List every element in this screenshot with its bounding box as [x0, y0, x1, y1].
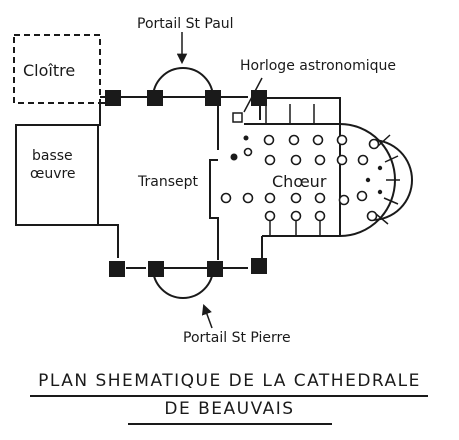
- pier: [207, 261, 223, 277]
- label-portail-st-paul: Portail St Paul: [137, 16, 234, 32]
- portail-st-pierre-arch: [152, 267, 214, 299]
- dark-markers: [230, 135, 383, 195]
- choir-columns: [220, 134, 380, 222]
- south-aisle-ticks: [269, 220, 321, 236]
- label-basse-oeuvre-2: œuvre: [30, 166, 76, 182]
- portail-st-paul-arch: [152, 67, 214, 99]
- pier: [105, 90, 121, 106]
- title-underline-2: [128, 423, 332, 425]
- label-horloge: Horloge astronomique: [240, 58, 396, 74]
- label-basse-oeuvre-1: basse: [32, 148, 73, 164]
- horloge-leader: [243, 77, 263, 113]
- pier: [109, 261, 125, 277]
- label-choeur: Chœur: [272, 172, 327, 191]
- horloge-box: [232, 112, 243, 123]
- pier: [147, 90, 163, 106]
- cloitre-box: [13, 34, 101, 104]
- pier: [251, 258, 267, 274]
- arrow-portail-st-pierre: [201, 304, 213, 329]
- title-line-1: PLAN SHEMATIQUE DE LA CATHEDRALE: [38, 371, 421, 391]
- label-portail-st-pierre: Portail St Pierre: [183, 330, 291, 346]
- pier: [205, 90, 221, 106]
- choir-apse-inner: [371, 139, 413, 221]
- apse-ticks: [375, 134, 400, 225]
- title-line-2: DE BEAUVAIS: [164, 399, 295, 419]
- label-cloitre: Cloître: [23, 61, 75, 80]
- pier: [148, 261, 164, 277]
- north-aisle-ticks: [265, 104, 315, 124]
- label-transept: Transept: [137, 174, 198, 190]
- pier: [251, 90, 267, 106]
- title-underline-1: [30, 395, 428, 397]
